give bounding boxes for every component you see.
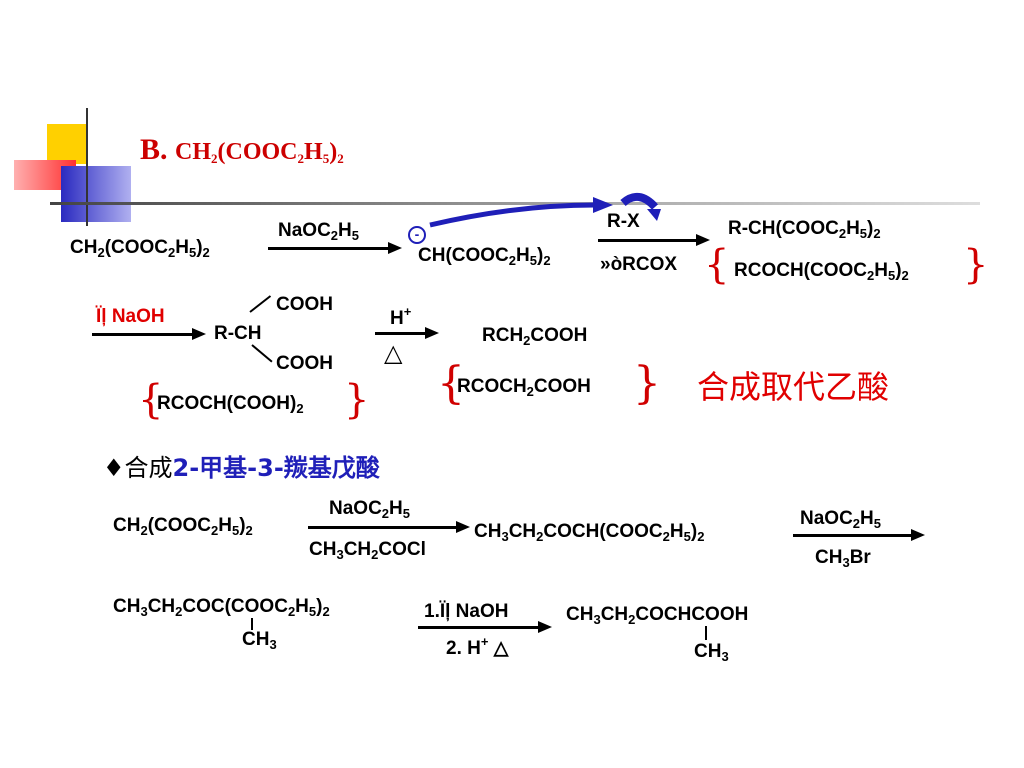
bond-lower	[251, 344, 273, 363]
scheme2-cooh-bottom: COOH	[276, 353, 333, 374]
scheme2-product-a: RCH2COOH	[482, 325, 588, 348]
example-heading: ♦合成2-甲基-3-羰基戊酸	[103, 448, 380, 483]
scheme1-brace-right: }	[963, 242, 989, 288]
example-step2-bottom: CH3Br	[815, 547, 871, 570]
scheme1-reagent2-top: R-X	[607, 211, 640, 232]
scheme2-brace2-right: }	[633, 358, 661, 409]
scheme2-arrow2	[375, 327, 439, 339]
scheme1-brace-left: {	[704, 242, 730, 288]
example-step3-top: 1.Ïļ NaOH	[424, 601, 509, 622]
scheme1-reagent2-bottom: »òRCOX	[600, 254, 678, 275]
scheme2-arrow1	[92, 328, 206, 340]
scheme1-carbanion: CH(COOC2H5)2	[418, 245, 551, 268]
scheme2-reagent: Ïļ NaOH	[96, 306, 165, 327]
example-final-product: CH3CH2COCHCOOH	[566, 604, 749, 627]
example-step1-arrow	[308, 521, 470, 533]
attack-arrow-icon	[429, 193, 661, 228]
example-step3-start: CH3CH2COC(COOC2H5)2	[113, 596, 330, 619]
example-step3-bottom: 2. H+ △	[446, 634, 509, 659]
example-step1-start: CH2(COOC2H5)2	[113, 515, 253, 538]
scheme2-brace-right: }	[344, 377, 370, 423]
scheme1-product-b: RCOCH(COOC2H5)2	[734, 260, 909, 283]
bond-upper	[249, 295, 272, 313]
title-formula: CH2(COOC2H5)2	[175, 139, 344, 166]
example-step1-top: NaOC2H5	[329, 498, 410, 521]
example-step2-top: NaOC2H5	[800, 508, 881, 531]
example-heading-target: 2-甲基-3-羰基戊酸	[172, 454, 380, 482]
example-final-methyl: CH3	[694, 641, 729, 664]
example-step1-product: CH3CH2COCH(COOC2H5)2	[474, 521, 705, 544]
example-step2-arrow	[793, 529, 925, 541]
scheme2-brace2-left: {	[437, 358, 465, 409]
scheme2-rch: R-CH	[214, 323, 262, 344]
scheme2-note: 合成取代乙酸	[697, 368, 890, 406]
decor-horizontal-line	[50, 202, 980, 205]
slide-title: B. CH2(COOC2H5)2	[140, 133, 344, 167]
scheme2-acid-top: H+	[390, 304, 412, 329]
scheme1-arrow2	[598, 234, 710, 246]
example-step1-bottom: CH3CH2COCl	[309, 539, 426, 562]
example-step3-arrow	[418, 621, 552, 633]
decor-blue-square	[61, 166, 131, 222]
scheme1-reagent1: NaOC2H5	[278, 220, 359, 243]
example-step3-methyl: CH3	[242, 629, 277, 652]
scheme1-charge: -	[408, 226, 426, 244]
scheme2-product-b: RCOCH2COOH	[457, 376, 591, 399]
decor-vertical-line	[86, 108, 88, 226]
scheme1-product-a: R-CH(COOC2H5)2	[728, 218, 881, 241]
bond-methyl-1	[251, 618, 253, 630]
scheme2-cooh-top: COOH	[276, 294, 333, 315]
scheme2-acyl-diacid: RCOCH(COOH)2	[157, 393, 304, 416]
scheme1-start: CH2(COOC2H5)2	[70, 237, 210, 260]
bond-methyl-2	[705, 626, 707, 640]
example-heading-prefix: ♦合成	[103, 454, 173, 482]
decor-yellow-square	[47, 124, 87, 164]
scheme1-arrow1	[268, 242, 402, 254]
scheme2-brace-left: {	[138, 377, 164, 423]
heat-triangle-icon: △	[384, 339, 403, 367]
title-prefix: B.	[140, 133, 168, 166]
